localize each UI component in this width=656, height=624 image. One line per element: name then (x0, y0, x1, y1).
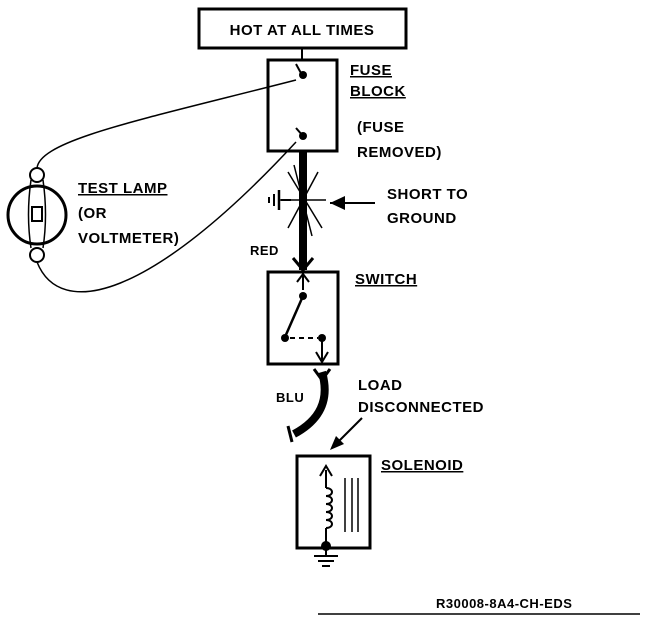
arrow-icon (330, 196, 375, 210)
test-lamp-label: TEST LAMP (78, 180, 168, 197)
red-wire-label: RED (250, 243, 279, 258)
test-lamp-label-3: VOLTMETER) (78, 230, 179, 247)
load-arrow-icon (330, 417, 363, 450)
switch-label: SWITCH (355, 271, 417, 288)
ground-symbol-icon (268, 190, 291, 210)
short-to-ground-label-1: SHORT TO (387, 186, 468, 203)
test-lamp-icon (6, 167, 68, 263)
fuse-removed-label-1: (FUSE (357, 119, 405, 136)
blu-wire (286, 368, 332, 443)
load-disconnected-label-1: LOAD (358, 377, 403, 394)
fuse-block-label-1: FUSE (350, 62, 392, 79)
solenoid-label: SOLENOID (381, 457, 463, 474)
solenoid-box (295, 454, 372, 551)
fuse-block-label-2: BLOCK (350, 83, 406, 100)
blu-wire-label: BLU (276, 390, 304, 405)
red-wire (291, 151, 315, 273)
test-lamp-label-2: (OR (78, 205, 107, 222)
fuse-block (266, 58, 339, 153)
header-label: HOT AT ALL TIMES (230, 22, 375, 39)
short-to-ground-label-2: GROUND (387, 210, 457, 227)
solenoid-ground-icon (314, 550, 338, 567)
switch-box (266, 270, 340, 366)
test-lead-lower (36, 141, 297, 293)
fuse-removed-label-2: REMOVED) (357, 144, 442, 161)
hot-at-all-times-box: HOT AT ALL TIMES (197, 7, 408, 50)
load-disconnected-label-2: DISCONNECTED (358, 399, 484, 416)
solenoid-coil-icon (325, 487, 333, 529)
figure-code: R30008-8A4-CH-EDS (436, 596, 572, 611)
test-lead-upper (36, 79, 297, 169)
